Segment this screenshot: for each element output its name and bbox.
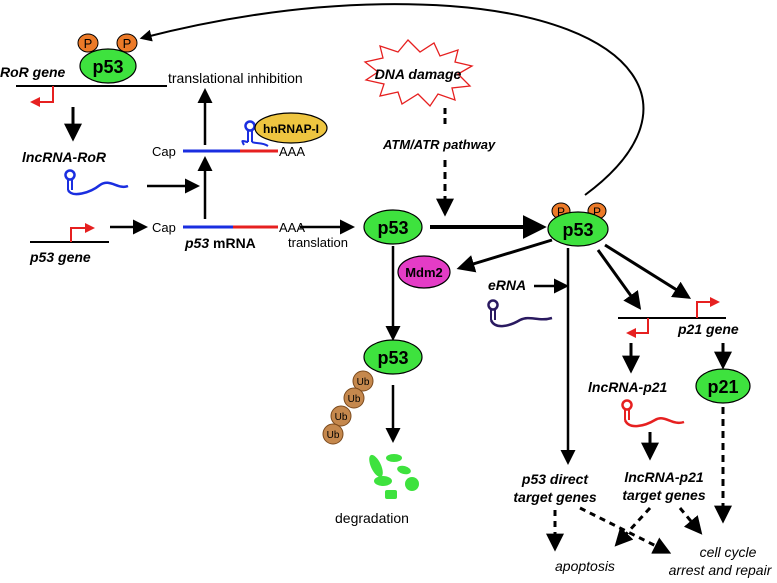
bound-aaa-label: AAA (279, 144, 305, 159)
lncrna-p21-hairpin (621, 399, 685, 428)
p53-mrna-label: p53 mRNA (184, 235, 256, 251)
direct-to-cellcycle-dashed (579, 506, 672, 554)
bound-lncrna-hairpin (241, 120, 269, 147)
feedback-arc (139, 3, 645, 196)
lncrna-p21-promoter-arrow (626, 318, 649, 338)
erna-label: eRNA (488, 277, 526, 293)
p21-protein: p21 (695, 368, 751, 404)
svg-text:p53: p53 (377, 218, 408, 238)
bound-cap-label: Cap (152, 144, 176, 159)
lncrna-ror-hairpin (64, 169, 129, 196)
ror-gene-label: RoR gene (0, 64, 66, 80)
p21-gene-label: p21 gene (677, 321, 739, 337)
atm-atr-label: ATM/ATR pathway (382, 137, 496, 152)
svg-text:P: P (84, 36, 93, 51)
mrna-cap-label: Cap (152, 220, 176, 235)
svg-text:Ub: Ub (327, 430, 340, 441)
degraded-fragments (369, 454, 419, 499)
lncrna-to-cellcycle-dashed (678, 507, 703, 535)
p21-promoter-arrow (696, 297, 720, 318)
svg-text:p53: p53 (562, 220, 593, 240)
p53-gene-label: p53 gene (29, 249, 91, 265)
mdm2-protein: Mdm2 (397, 255, 451, 289)
svg-text:P: P (123, 36, 132, 51)
svg-text:Ub: Ub (357, 377, 370, 388)
svg-text:DNA damage: DNA damage (375, 66, 462, 82)
erna-hairpin (487, 299, 553, 328)
p53-central: p53 (363, 209, 423, 245)
degradation-label: degradation (335, 510, 409, 526)
mrna-aaa-label: AAA (279, 220, 305, 235)
hnrnap-i-protein: hnRNAP-I (254, 112, 328, 144)
svg-text:Ub: Ub (335, 412, 348, 423)
p53-promoter-arrow (70, 223, 95, 242)
svg-text:Ub: Ub (348, 394, 361, 405)
apoptosis-label: apoptosis (555, 558, 615, 574)
translation-label: translation (288, 235, 348, 250)
dna-damage-burst: DNA damage (363, 39, 474, 108)
to-p21-promoter-arrow (604, 243, 692, 299)
svg-text:hnRNAP-I: hnRNAP-I (263, 122, 319, 136)
to-mdm2-arrow (456, 238, 553, 273)
translational-inhibition-label: translational inhibition (168, 70, 303, 86)
to-lncrna-p21-promoter-arrow (596, 249, 642, 310)
lncrna-to-apoptosis-dashed (614, 506, 652, 547)
svg-text:p53: p53 (92, 57, 123, 77)
lncrna-p21-label: lncRNA-p21 (588, 379, 668, 395)
svg-text:P: P (593, 205, 601, 219)
p53-phospho-top: P P p53 (77, 33, 138, 84)
ror-promoter-arrow (30, 86, 54, 107)
lncrna-ror-label: lncRNA-RoR (22, 149, 107, 165)
svg-text:p21: p21 (707, 377, 738, 397)
svg-text:Mdm2: Mdm2 (405, 265, 443, 280)
svg-text:p53: p53 (377, 348, 408, 368)
p53-ubiquitinated: p53 Ub Ub Ub Ub (322, 339, 423, 445)
p53-phospho-right: P P p53 (547, 202, 609, 247)
svg-text:P: P (557, 205, 565, 219)
